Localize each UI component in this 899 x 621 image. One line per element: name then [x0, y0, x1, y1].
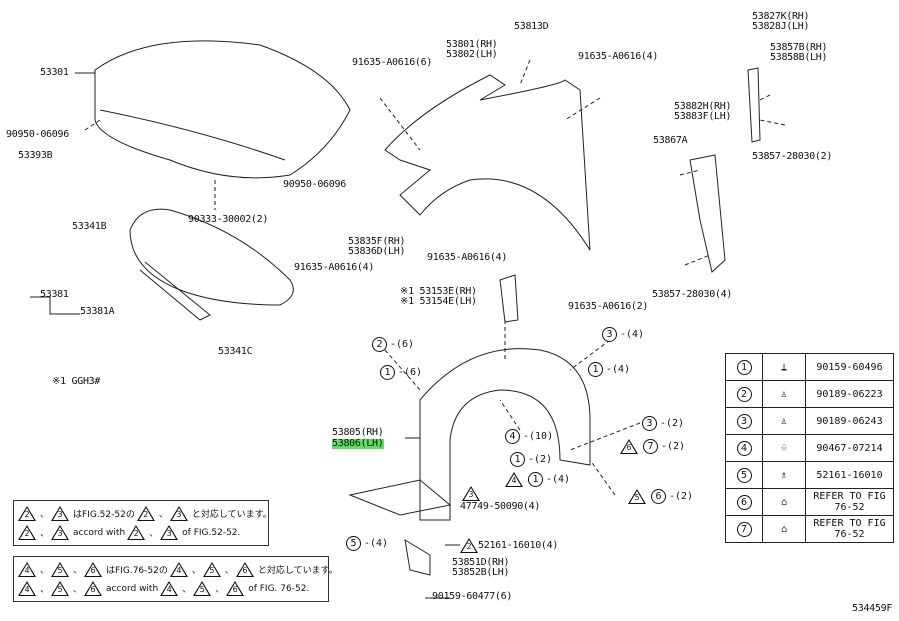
clip-icon: ♧ — [762, 434, 806, 462]
label-seal-clip-lh: 53858B(LH) — [770, 52, 828, 63]
label-protector-rh: 53882H(RH) — [674, 101, 732, 112]
ref-1-4: 1-(4) — [588, 362, 630, 377]
label-liner-lh-highlighted[interactable]: 53806(LH) — [332, 438, 384, 449]
label-seal-upper-rh: 53827K(RH) — [752, 11, 810, 22]
splash-shield-shape — [348, 479, 452, 516]
label-seal-a: 53381A — [80, 306, 115, 317]
label-hood-clip-1: 90950-06096 — [6, 129, 69, 140]
upper-seal-shape — [747, 67, 761, 143]
label-shield-rh: ※1 53153E(RH) — [400, 286, 477, 297]
label-bolt-4c: 91635-A0616(4) — [427, 252, 508, 263]
label-hood-clip-2: 90950-06096 — [283, 179, 346, 190]
ref-3-4: 3-(4) — [602, 327, 644, 342]
label-bracket-rh: 53835F(RH) — [348, 236, 406, 247]
insulator-shape — [129, 208, 294, 306]
label-seal-clip-2: 53857-28030(2) — [752, 151, 833, 162]
shield-shape — [499, 274, 519, 323]
protector-shape — [689, 154, 726, 273]
table-row: 7⌂REFER TO FIG 76-52 — [725, 515, 894, 543]
label-splash-rh: 53851D(RH) — [452, 557, 510, 568]
table-row: 3♙90189-06243 — [725, 407, 894, 435]
ref-3-2: 3-(2) — [642, 416, 684, 431]
hood-shape — [94, 40, 351, 179]
table-row: 5♗52161-16010 — [725, 461, 894, 489]
label-insulator-clip: 53341C — [218, 346, 253, 357]
label-hood-clip-3: 90333-30002(2) — [188, 214, 269, 225]
ref-5-4: 5-(4) — [346, 536, 388, 551]
clip-icon: ⍊ — [762, 353, 806, 381]
clip-icon: ♗ — [762, 461, 806, 489]
label-bolt-6: 91635-A0616(6) — [352, 57, 433, 68]
figure-id: 534459F — [852, 603, 893, 614]
label-clip-52161: 52161-16010(4) — [478, 540, 559, 551]
liner-shape — [419, 348, 591, 521]
ref-tri2: 2 — [460, 538, 480, 553]
label-fender-rh: 53801(RH) — [446, 39, 498, 50]
ref-1-6: 1-(6) — [380, 365, 422, 380]
label-bracket-lh: 53836D(LH) — [348, 246, 406, 257]
ref-2-6: 2-(6) — [372, 337, 414, 352]
nut-icon: ⌂ — [762, 488, 806, 516]
table-row: 2♙90189-06223 — [725, 380, 894, 408]
seal-shape — [139, 261, 211, 321]
label-bolt-4b: 91635-A0616(4) — [294, 262, 375, 273]
table-row: 6⌂REFER TO FIG 76-52 — [725, 488, 894, 516]
label-seal-upper-lh: 53828J(LH) — [752, 21, 810, 32]
label-splash-lh: 53852B(LH) — [452, 567, 510, 578]
label-seal: 53381 — [40, 289, 69, 300]
label-fender-clip: 53813D — [514, 21, 549, 32]
label-bolt-4a: 91635-A0616(4) — [578, 51, 659, 62]
label-screw-60477: 90159-60477(6) — [432, 591, 513, 602]
clip-icon: ♙ — [762, 380, 806, 408]
label-note-ggh: ※1 GGH3# — [52, 376, 101, 387]
label-liner-rh: 53805(RH) — [332, 427, 384, 438]
label-insulator: 53341B — [72, 221, 107, 232]
label-shield-lh: ※1 53154E(LH) — [400, 296, 477, 307]
fender-shape — [384, 74, 591, 251]
label-protector-lh: 53883F(LH) — [674, 111, 732, 122]
label-bolt-2: 91635-A0616(2) — [568, 301, 649, 312]
nut-icon: ⌂ — [762, 515, 806, 543]
label-hood: 53301 — [40, 67, 69, 78]
ref-4-10: 4-(10) — [505, 429, 553, 444]
ref-1-2: 1-(2) — [510, 452, 552, 467]
label-hood-clip-b: 53393B — [18, 150, 53, 161]
fastener-legend-table: 1⍊90159-60496 2♙90189-06223 3♙90189-0624… — [725, 353, 894, 543]
splash-bracket-shape — [404, 539, 431, 576]
table-row: 1⍊90159-60496 — [725, 353, 894, 381]
label-protector-clip: 53867A — [653, 135, 688, 146]
table-row: 4♧90467-07214 — [725, 434, 894, 462]
label-protector-clip-4: 53857-28030(4) — [652, 289, 733, 300]
clip-icon: ♙ — [762, 407, 806, 435]
label-fender-lh: 53802(LH) — [446, 49, 498, 60]
ref-tri3: 3 — [462, 486, 482, 501]
label-screw: 47749-50090(4) — [460, 501, 541, 512]
label-seal-clip-rh: 53857B(RH) — [770, 42, 828, 53]
